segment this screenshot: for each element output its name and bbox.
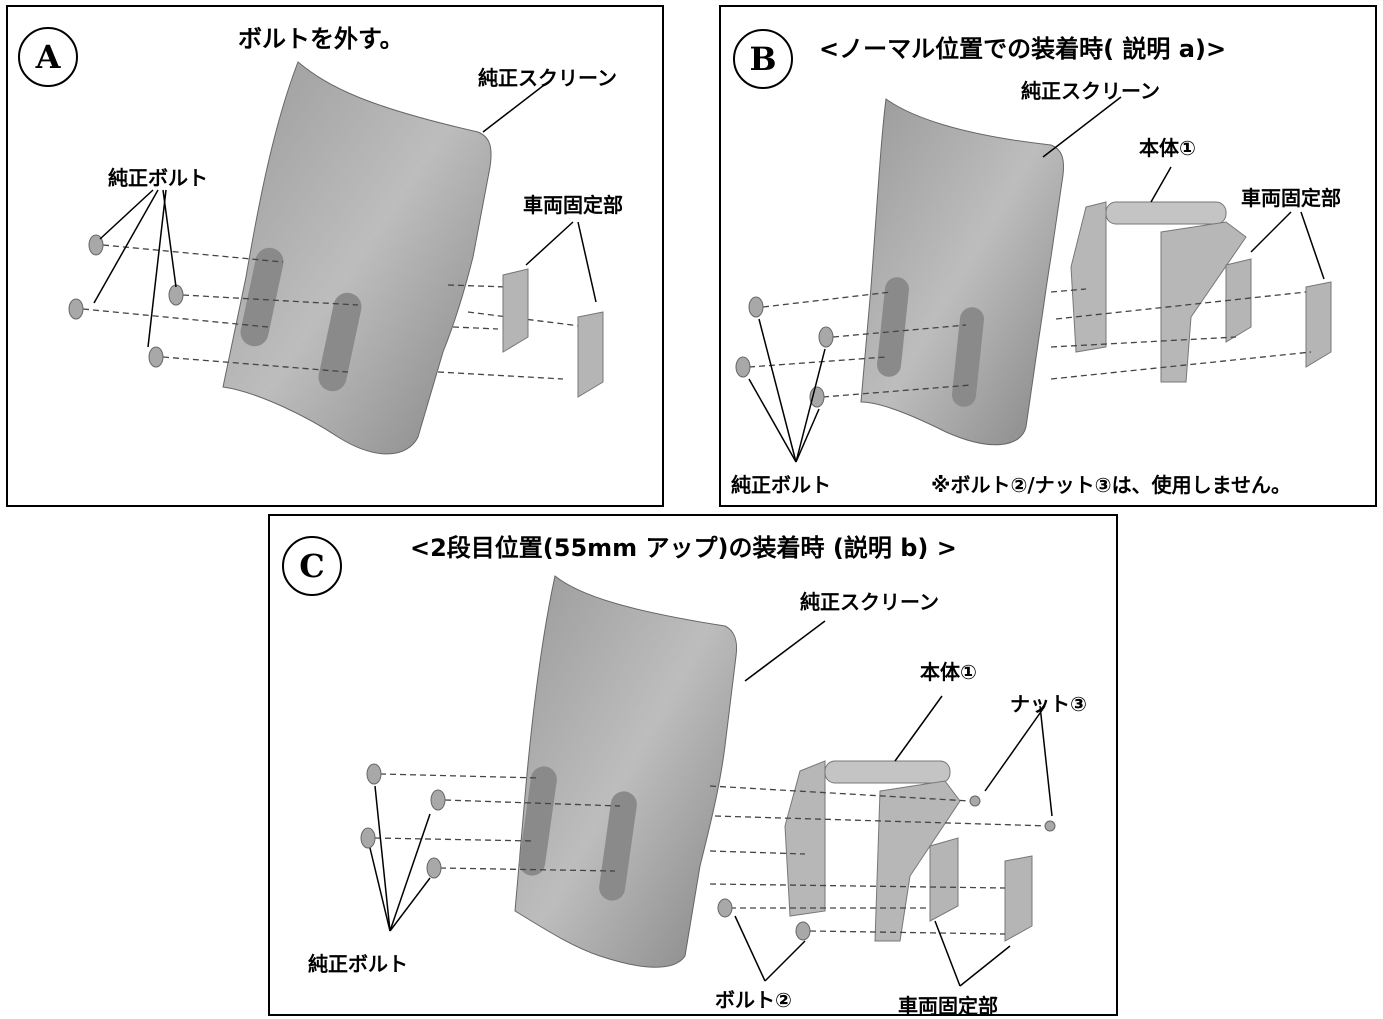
stock-bolt — [360, 827, 376, 849]
bolt-2 — [717, 898, 733, 918]
callout-lines — [369, 620, 1053, 987]
screen-slot — [877, 277, 909, 377]
windscreen — [222, 61, 492, 455]
mount-bracket — [577, 311, 604, 398]
panel-c-title: <2段目位置(55mm アップ)の装着時 (説明 b) > — [410, 534, 957, 562]
windscreen — [514, 575, 738, 968]
panel-b-body-label: 本体① — [1139, 136, 1196, 160]
panel-c-drawing — [360, 575, 1056, 987]
stock-bolt — [168, 284, 184, 306]
screen-slot — [318, 292, 362, 392]
panel-b: B <ノーマル位置での装着時( 説明 a)> 純正スクリーン 本体① 車両固定部… — [719, 5, 1377, 507]
screen-slot — [599, 791, 637, 901]
panel-b-bolts-label: 純正ボルト — [731, 473, 831, 497]
panel-b-drawing — [735, 96, 1332, 463]
panel-a: A ボルトを外す。 純正スクリーン 純正ボルト 車両固定部 — [6, 5, 664, 507]
panel-b-mount-label: 車両固定部 — [1241, 186, 1341, 210]
stock-bolt — [818, 326, 834, 348]
panel-c-bolt2-label: ボルト② — [715, 988, 792, 1012]
panel-c-mount-label: 車両固定部 — [898, 994, 998, 1018]
stock-bolt — [430, 789, 446, 811]
mount-bracket — [502, 268, 529, 353]
stock-bolt — [68, 298, 84, 320]
stock-bolt — [426, 857, 442, 879]
stock-bolt — [366, 763, 382, 785]
panel-c-body-label: 本体① — [920, 660, 977, 684]
callout-lines — [93, 81, 597, 348]
panel-b-title: <ノーマル位置での装着時( 説明 a)> — [819, 35, 1227, 63]
panel-c-nut-label: ナット③ — [1010, 692, 1087, 716]
panel-b-screen-label: 純正スクリーン — [1021, 79, 1160, 103]
main-bracket — [1070, 201, 1247, 383]
panel-a-screen-label: 純正スクリーン — [478, 66, 617, 90]
mount-bracket — [929, 837, 959, 922]
screen-slot — [240, 247, 284, 347]
stock-bolt — [735, 356, 751, 378]
screen-slot — [519, 766, 557, 876]
badge-c: C — [282, 536, 342, 596]
mount-bracket — [1004, 855, 1033, 942]
stock-bolt — [748, 296, 764, 318]
badge-b: B — [733, 29, 793, 89]
callout-lines — [748, 96, 1325, 463]
panel-b-note: ※ボルト②/ナット③は、使用しません。 — [931, 473, 1292, 497]
panel-c-bolts-label: 純正ボルト — [308, 952, 408, 976]
windscreen — [860, 98, 1064, 446]
assembly-lines — [82, 244, 589, 380]
panel-c: C <2段目位置(55mm アップ)の装着時 (説明 b) > 純正スクリーン … — [268, 514, 1118, 1018]
screen-slot — [952, 307, 984, 407]
mount-bracket — [1305, 281, 1332, 368]
panel-c-screen-label: 純正スクリーン — [800, 590, 939, 614]
panel-a-title: ボルトを外す。 — [238, 25, 404, 53]
panel-a-bolts-label: 純正ボルト — [108, 166, 208, 190]
badge-a: A — [18, 27, 78, 87]
nut-3 — [1044, 820, 1056, 832]
stock-bolt — [88, 234, 104, 256]
assembly-lines — [748, 288, 1312, 398]
assembly-lines — [374, 773, 1051, 935]
stock-bolt — [148, 346, 164, 368]
nut-3 — [969, 795, 981, 807]
panel-a-drawing — [68, 61, 604, 455]
mount-bracket — [1225, 258, 1252, 343]
bolt-2 — [795, 921, 811, 941]
panel-a-mount-label: 車両固定部 — [523, 193, 623, 217]
